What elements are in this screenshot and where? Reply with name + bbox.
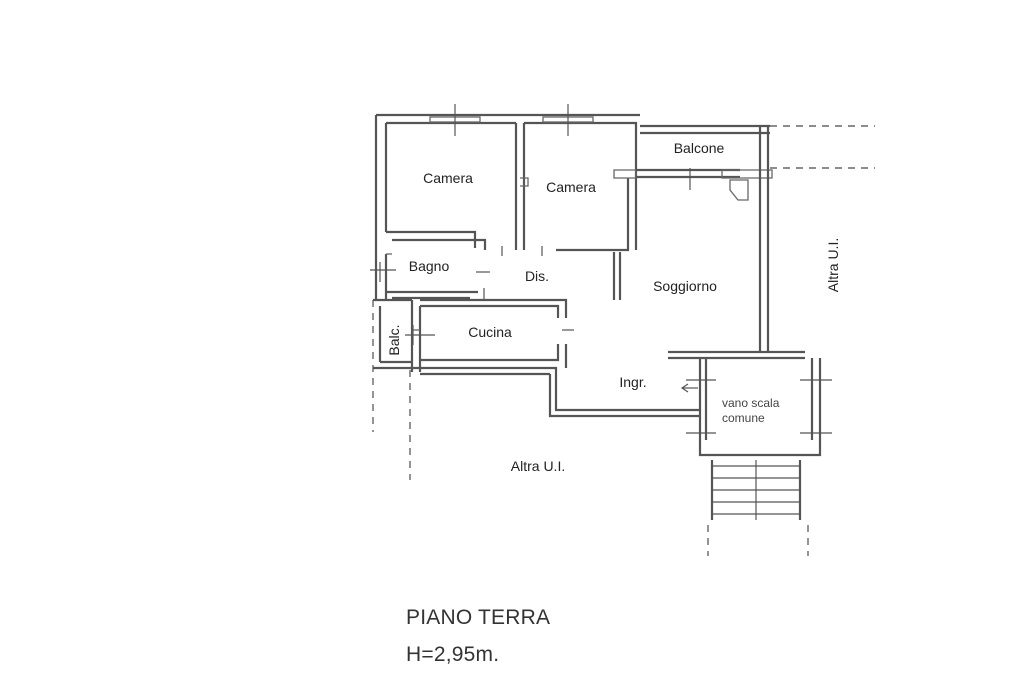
entrance-arrow bbox=[680, 383, 698, 393]
room-label-soggiorno: Soggiorno bbox=[653, 278, 717, 294]
room-label-cucina: Cucina bbox=[468, 324, 512, 340]
soggiorno-walls bbox=[612, 126, 770, 352]
room-label-bagno: Bagno bbox=[409, 258, 450, 274]
room-label-dis: Dis. bbox=[525, 268, 549, 284]
room-label-ingr: Ingr. bbox=[619, 374, 646, 390]
stair-steps bbox=[712, 460, 800, 520]
camera-1-walls bbox=[386, 123, 529, 250]
outer-walls bbox=[372, 113, 640, 480]
ingresso-walls bbox=[412, 366, 700, 418]
label-vano-scala: vano scala bbox=[722, 396, 780, 410]
label-altra-ui-bottom: Altra U.I. bbox=[511, 458, 565, 474]
cucina-walls bbox=[410, 298, 568, 372]
bagno-walls bbox=[384, 253, 478, 300]
balc-walls bbox=[373, 298, 412, 370]
room-label-balc: Balc. bbox=[386, 324, 402, 355]
opening-markers bbox=[370, 104, 832, 434]
floor-title: PIANO TERRA bbox=[406, 606, 551, 629]
room-label-camera-2: Camera bbox=[546, 179, 596, 195]
room-label-camera-1: Camera bbox=[423, 170, 473, 186]
floor-height: H=2,95m. bbox=[406, 643, 500, 666]
label-vano-comune: comune bbox=[722, 411, 765, 425]
balcone-walls bbox=[636, 124, 875, 201]
label-altra-ui-right: Altra U.I. bbox=[825, 238, 841, 292]
stairwell bbox=[668, 350, 822, 556]
room-label-balcone: Balcone bbox=[674, 140, 725, 156]
